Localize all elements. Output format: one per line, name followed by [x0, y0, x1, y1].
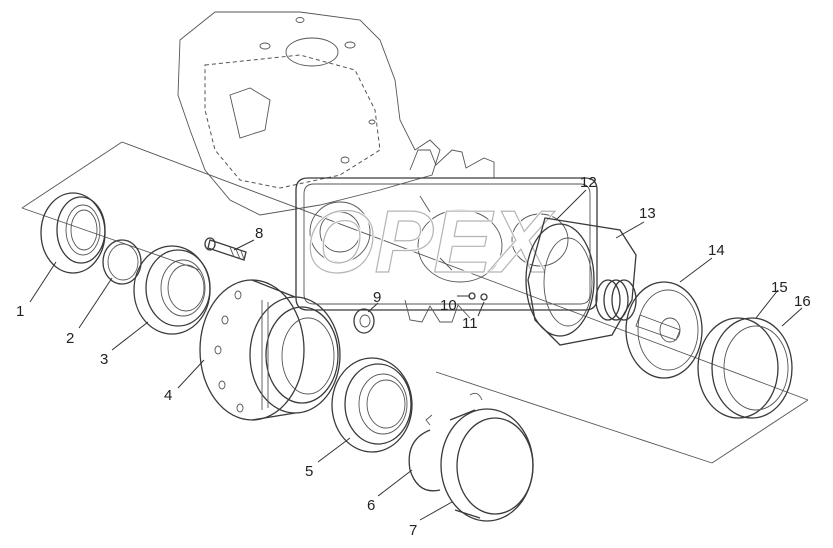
part-2-snap-ring	[102, 239, 142, 285]
callout-8: 8	[255, 225, 263, 242]
callout-16: 16	[794, 293, 811, 310]
callout-3: 3	[100, 351, 108, 368]
callouts: 1 2 3 4 5 6 7 8 9 10 11 12 13 14 15 16	[16, 174, 811, 539]
part-15-16-rings	[697, 317, 793, 419]
callout-10: 10	[440, 297, 457, 314]
carrier-frame	[295, 149, 598, 323]
callout-4: 4	[164, 387, 172, 404]
part-10-11-pins	[468, 292, 488, 301]
leader-lines	[29, 189, 803, 521]
watermark-text: OPEX	[306, 192, 556, 291]
assembly-frame-lines	[21, 141, 809, 464]
callout-15: 15	[771, 279, 788, 296]
part-3-bearing	[133, 245, 211, 335]
callout-12: 12	[580, 174, 597, 191]
part-8-stud-bolt	[204, 237, 247, 261]
watermark: OPEX OPEX	[305, 191, 558, 293]
callout-13: 13	[639, 205, 656, 222]
callout-5: 5	[305, 463, 313, 480]
axle-housing	[177, 11, 441, 216]
callout-7: 7	[409, 522, 417, 539]
callout-11: 11	[462, 315, 478, 332]
callout-9: 9	[373, 289, 381, 306]
part-9-nut	[353, 308, 375, 334]
part-13-planet-carrier	[525, 217, 637, 346]
callout-1: 1	[16, 303, 24, 320]
part-1-seal	[40, 192, 106, 274]
part-6-retaining-ring	[408, 414, 441, 492]
part-5-bearing	[331, 357, 413, 453]
callout-14: 14	[708, 242, 725, 259]
part-7-ring-gear	[440, 392, 534, 522]
callout-2: 2	[66, 330, 74, 347]
watermark-outline: OPEX	[306, 192, 556, 291]
part-4-wheel-hub	[199, 279, 341, 421]
part-14-thrust-plate	[625, 281, 703, 379]
callout-6: 6	[367, 497, 375, 514]
